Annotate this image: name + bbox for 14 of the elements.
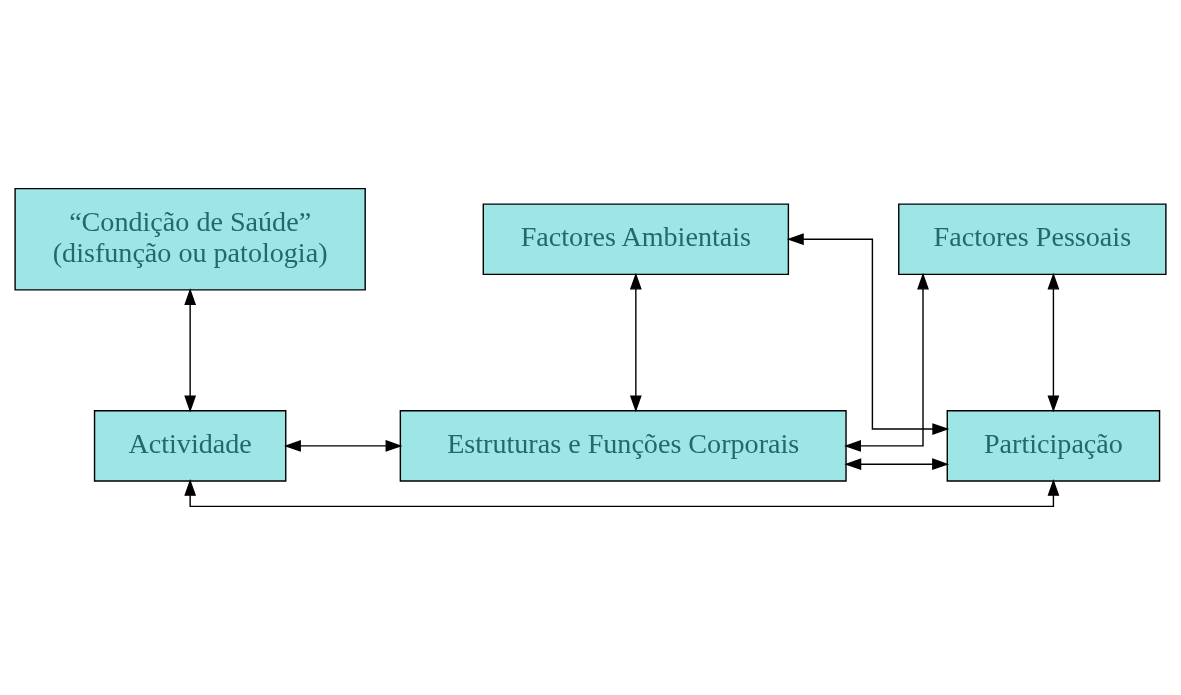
arrow [184, 288, 197, 413]
arrow [844, 272, 929, 452]
arrow [284, 440, 403, 452]
node-box: Participação [946, 410, 1161, 482]
arrow [1047, 272, 1060, 413]
arrow [629, 272, 642, 413]
node-box: “Condição de Saúde” (disfunção ou patologia) [14, 187, 366, 291]
arrow [844, 458, 950, 471]
node-box: Factores Pessoais [898, 203, 1167, 276]
node-box: Actividade [93, 410, 287, 482]
node-box: Factores Ambientais [482, 203, 790, 276]
arrow [786, 233, 950, 435]
node-box: Estruturas e Funções Corporais [399, 410, 847, 482]
arrow [184, 478, 1060, 508]
